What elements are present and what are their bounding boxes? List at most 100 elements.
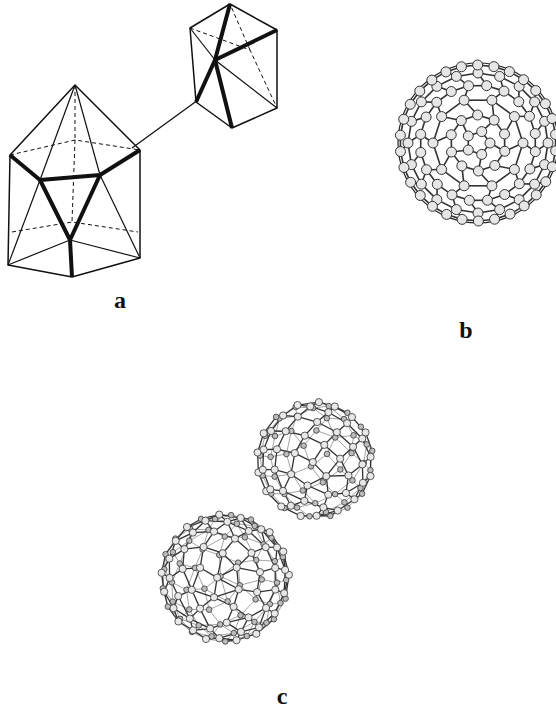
atom bbox=[415, 190, 425, 200]
atom bbox=[345, 472, 352, 479]
atom bbox=[416, 179, 426, 189]
atom bbox=[485, 138, 495, 148]
atom bbox=[278, 600, 284, 606]
atom bbox=[326, 403, 332, 409]
atom bbox=[272, 586, 279, 593]
atom bbox=[543, 138, 553, 148]
bond-lines bbox=[162, 515, 289, 642]
atom bbox=[547, 162, 556, 172]
atom bbox=[309, 458, 316, 465]
atom bbox=[487, 95, 497, 105]
atom bbox=[271, 610, 278, 617]
atom bbox=[200, 543, 207, 550]
atom bbox=[233, 564, 240, 571]
atom bbox=[406, 177, 416, 187]
atom bbox=[504, 67, 514, 77]
atom bbox=[500, 189, 510, 199]
atom bbox=[499, 86, 509, 96]
atom bbox=[351, 433, 357, 439]
atom bbox=[325, 491, 332, 498]
atom bbox=[267, 486, 274, 493]
atoms bbox=[395, 60, 556, 226]
atom bbox=[313, 512, 320, 519]
atom bbox=[432, 97, 442, 107]
atom bbox=[331, 403, 338, 410]
atom bbox=[540, 99, 550, 109]
atom bbox=[333, 429, 340, 436]
atom bbox=[188, 586, 195, 593]
atom bbox=[459, 181, 469, 191]
atom bbox=[288, 471, 295, 478]
atom bbox=[446, 147, 456, 157]
atom bbox=[307, 403, 314, 410]
atom bbox=[278, 503, 285, 510]
atom bbox=[291, 450, 298, 457]
atom bbox=[237, 628, 244, 635]
atom bbox=[364, 442, 370, 448]
atom bbox=[416, 97, 426, 107]
atom bbox=[541, 177, 551, 187]
atom bbox=[196, 605, 203, 612]
atom bbox=[196, 564, 203, 571]
atom bbox=[395, 147, 405, 157]
atom bbox=[344, 420, 351, 427]
atom bbox=[321, 441, 328, 448]
atom bbox=[245, 614, 252, 621]
atom bbox=[186, 615, 193, 622]
bond bbox=[180, 541, 190, 564]
atom bbox=[500, 129, 510, 139]
atom bbox=[463, 145, 473, 155]
atom bbox=[189, 529, 196, 536]
atom bbox=[175, 618, 182, 625]
atom bbox=[551, 146, 556, 156]
cluster-drawing bbox=[158, 511, 292, 644]
atom bbox=[490, 214, 500, 224]
atom bbox=[217, 622, 223, 628]
bond-lines bbox=[258, 402, 373, 516]
atom bbox=[214, 574, 221, 581]
atom bbox=[301, 432, 308, 439]
atom bbox=[161, 588, 168, 595]
atom bbox=[427, 201, 437, 211]
atom bbox=[487, 181, 497, 191]
atom bbox=[267, 427, 274, 434]
panel-label: c bbox=[277, 684, 288, 708]
atom bbox=[273, 414, 279, 420]
atom bbox=[266, 529, 273, 536]
atom bbox=[294, 401, 301, 408]
atom bbox=[231, 535, 238, 542]
atom bbox=[421, 112, 431, 122]
atom bbox=[514, 97, 524, 107]
atom bbox=[457, 161, 467, 171]
atom bbox=[337, 455, 344, 462]
atom bbox=[477, 127, 487, 137]
atom bbox=[505, 209, 515, 219]
atom bbox=[342, 500, 348, 506]
atom bbox=[181, 546, 188, 553]
atom bbox=[416, 147, 426, 157]
bond bbox=[204, 589, 209, 610]
atom bbox=[166, 574, 173, 581]
atom bbox=[253, 597, 259, 603]
atom bbox=[482, 195, 492, 205]
atom bbox=[489, 115, 499, 125]
atom bbox=[427, 75, 437, 85]
atom bbox=[254, 588, 261, 595]
atom bbox=[242, 535, 248, 541]
atom bbox=[210, 594, 217, 601]
atom bbox=[446, 87, 456, 97]
atom bbox=[307, 514, 313, 520]
atom bbox=[551, 129, 556, 139]
atom bbox=[264, 620, 270, 626]
atom bbox=[297, 512, 304, 519]
atom bbox=[233, 637, 240, 644]
cluster-drawing bbox=[254, 399, 375, 520]
atom bbox=[405, 99, 415, 109]
atom bbox=[457, 214, 467, 224]
atom bbox=[349, 450, 355, 456]
atom bbox=[369, 448, 375, 454]
atom bbox=[451, 71, 461, 81]
atom bbox=[225, 599, 231, 605]
sphere-outline bbox=[398, 63, 556, 223]
